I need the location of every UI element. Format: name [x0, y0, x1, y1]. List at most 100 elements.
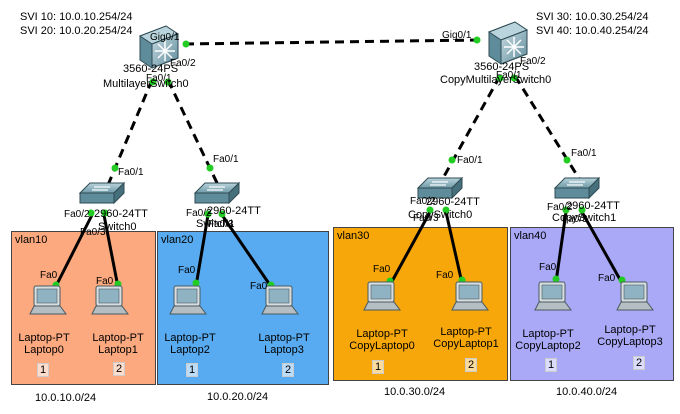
copyswitch1-icon — [553, 176, 601, 200]
copylaptop3-name: CopyLaptop3 — [597, 336, 663, 348]
switch0-port-fa02: Fa0/2 — [64, 209, 90, 220]
laptop2-model: Laptop-PT — [164, 332, 216, 344]
link-copyswitch1-copylaptop3 — [580, 211, 624, 284]
copyswitch0-uplink-port: Fa0/1 — [457, 155, 483, 166]
laptop2-port: Fa0 — [178, 265, 196, 276]
multilayer-switch0-icon — [138, 25, 180, 69]
laptop0-name: Laptop0 — [24, 344, 64, 356]
laptop3-name: Laptop3 — [264, 344, 304, 356]
copylaptop3-port: Fa0 — [598, 273, 616, 284]
vlan40-label: vlan40 — [514, 230, 547, 242]
copylaptop0-label: Laptop-PT CopyLaptop0 — [342, 328, 422, 352]
copyswitch0-model: 2960-24TT — [426, 196, 480, 208]
laptop1-model: Laptop-PT — [92, 332, 144, 344]
link-core-core — [184, 38, 479, 46]
copylaptop3-icon — [616, 281, 654, 311]
copyswitch0-port-fa03: Fa0/3 — [413, 213, 439, 224]
core0-model: 3560-24PS — [123, 63, 179, 75]
switch1-port-fa02: Fa0/2 — [186, 208, 212, 219]
core0-name: MultilayerSwitch0 — [103, 78, 189, 90]
switch0-port-fa03: Fa0/3 — [80, 227, 106, 238]
switch1-model: 2960-24TT — [207, 205, 261, 217]
laptop0-port: Fa0 — [40, 270, 58, 281]
copylaptop2-label: Laptop-PT CopyLaptop2 — [508, 328, 588, 352]
copylaptop2-icon — [534, 281, 572, 311]
vlan30-subnet: 10.0.30.0/24 — [384, 386, 446, 398]
copylaptop0-seq: 1 — [372, 360, 385, 374]
copylaptop1-port: Fa0 — [436, 270, 454, 281]
link-switch1-laptop2 — [194, 214, 210, 287]
core1-model: 3560-24PS — [474, 61, 530, 73]
laptop1-label: Laptop-PT Laptop1 — [88, 332, 148, 356]
copyswitch1-port-fa03: Fa0/3 — [562, 214, 588, 225]
vlan30-label: vlan30 — [337, 230, 370, 242]
copylaptop0-icon — [363, 281, 401, 311]
svi-note-left-1: SVI 10: 10.0.10.254/24 — [20, 11, 133, 23]
switch0-uplink-port: Fa0/1 — [118, 167, 144, 178]
laptop1-seq: 2 — [113, 362, 126, 376]
core1-port-fa02: Fa0/2 — [520, 56, 546, 67]
switch0-name: Switch0 — [98, 221, 137, 233]
copylaptop0-model: Laptop-PT — [356, 328, 408, 340]
vlan10-label: vlan10 — [15, 234, 48, 246]
laptop0-model: Laptop-PT — [18, 332, 70, 344]
core0-gig-port: Gig0/1 — [150, 32, 180, 43]
svi-note-right-2: SVI 40: 10.0.40.254/24 — [536, 25, 649, 37]
core0-port-fa02: Fa0/2 — [170, 58, 196, 69]
copylaptop2-model: Laptop-PT — [522, 328, 574, 340]
switch1-name: Switch1 — [196, 218, 235, 230]
link-switch0-laptop0 — [53, 214, 94, 289]
copylaptop1-name: CopyLaptop1 — [433, 338, 499, 350]
copylaptop1-seq: 2 — [465, 358, 478, 372]
laptop2-icon — [169, 285, 207, 315]
switch1-uplink-port: Fa0/1 — [213, 154, 239, 165]
copylaptop2-name: CopyLaptop2 — [515, 340, 581, 352]
core1-gig-port: Gig0/1 — [442, 30, 472, 41]
laptop2-name: Laptop2 — [170, 344, 210, 356]
switch1-icon — [193, 181, 241, 205]
laptop3-model: Laptop-PT — [258, 332, 310, 344]
laptop2-seq: 1 — [186, 363, 199, 377]
copyswitch0-icon — [416, 176, 464, 200]
core0-port-fa01: Fa0/1 — [146, 73, 172, 84]
laptop2-label: Laptop-PT Laptop2 — [160, 332, 220, 356]
link-core1-copyswitch0 — [440, 75, 502, 181]
laptop1-port: Fa0 — [96, 276, 114, 287]
multilayer-switch1-icon — [487, 21, 529, 65]
copyswitch1-port-fa02: Fa0/2 — [547, 202, 573, 213]
copyswitch1-model: 2960-24TT — [566, 200, 620, 212]
link-copyswitch0-copylaptop0 — [388, 211, 432, 286]
vlan10-subnet: 10.0.10.0/24 — [35, 392, 97, 404]
link-core1-copyswitch1 — [513, 75, 582, 181]
copyswitch0-name: CopySwitch0 — [408, 209, 473, 221]
copyswitch1-uplink-port: Fa0/1 — [571, 148, 597, 159]
copyswitch0-port-fa02: Fa0/2 — [410, 196, 436, 207]
copylaptop3-label: Laptop-PT CopyLaptop3 — [590, 324, 670, 348]
copyswitch1-name: CopySwitch1 — [552, 212, 617, 224]
core1-name: CopyMultilayerSwitch0 — [440, 74, 552, 86]
svi-note-right-1: SVI 30: 10.0.30.254/24 — [536, 11, 649, 23]
copylaptop1-icon — [451, 281, 489, 311]
link-copyswitch1-copylaptop2 — [554, 211, 568, 283]
laptop0-seq: 1 — [37, 363, 50, 377]
copylaptop3-seq: 2 — [633, 356, 646, 370]
core1-port-fa01: Fa0/1 — [496, 70, 522, 81]
copylaptop3-model: Laptop-PT — [604, 324, 656, 336]
laptop3-port: Fa0 — [250, 281, 268, 292]
copylaptop1-model: Laptop-PT — [440, 326, 492, 338]
svi-note-left-2: SVI 20: 10.0.20.254/24 — [20, 25, 133, 37]
switch0-icon — [78, 181, 126, 205]
copylaptop0-name: CopyLaptop0 — [349, 340, 415, 352]
link-switch0-laptop1 — [102, 214, 120, 288]
access-links — [53, 211, 624, 289]
switch1-port-fa03: Fa0/3 — [208, 219, 234, 230]
laptop3-seq: 2 — [282, 363, 295, 377]
link-copyswitch0-copylaptop1 — [444, 211, 464, 284]
vlan20-subnet: 10.0.20.0/24 — [207, 391, 269, 403]
copylaptop2-port: Fa0 — [539, 262, 557, 273]
laptop1-name: Laptop1 — [98, 344, 138, 356]
vlan40-subnet: 10.0.40.0/24 — [556, 386, 618, 398]
laptop0-icon — [29, 285, 67, 315]
